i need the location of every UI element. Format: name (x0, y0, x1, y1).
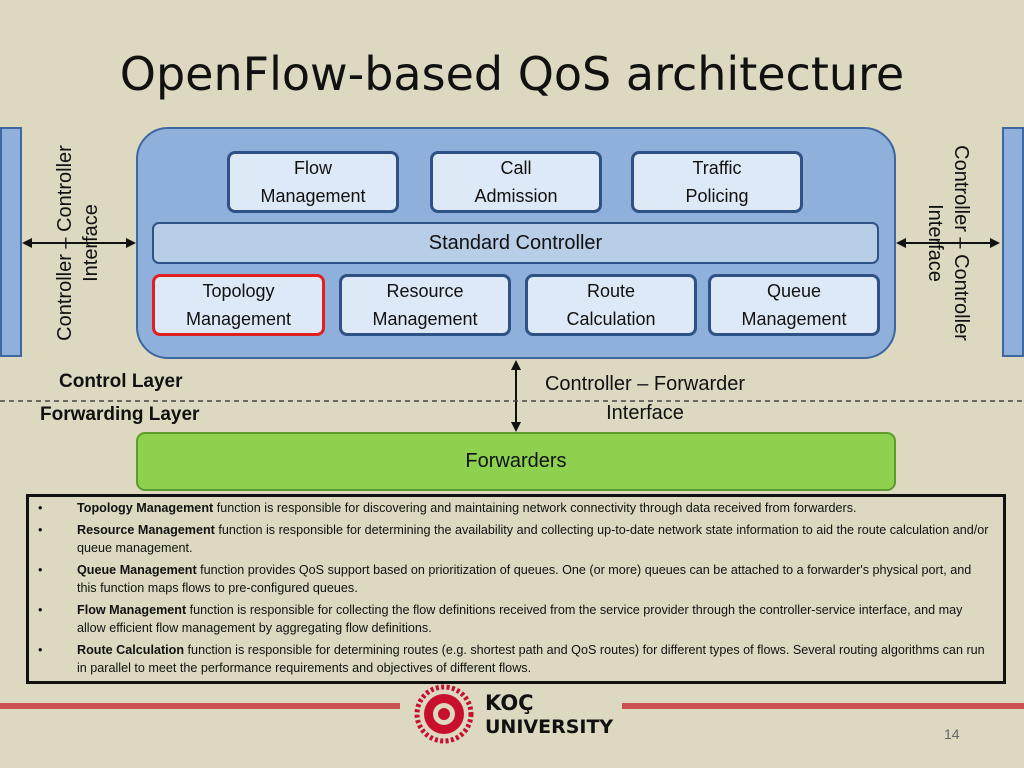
module-route-calculation: Route Calculation (525, 274, 697, 336)
bullet-icon: • (38, 642, 43, 657)
module-topology-management: Topology Management (152, 274, 325, 336)
description-text: function is responsible for collecting t… (77, 602, 963, 636)
bullet-icon: • (38, 522, 43, 537)
description-text: function is responsible for discovering … (213, 501, 857, 515)
description-list: • Topology Management function is respons… (29, 499, 993, 678)
koc-university-logo-icon (414, 684, 474, 744)
module-traffic-policing: Traffic Policing (631, 151, 803, 213)
description-term: Queue Management (77, 562, 197, 577)
description-item: • Route Calculation function is responsib… (29, 641, 993, 678)
footer-stripe-right (622, 703, 1024, 709)
description-text: function provides QoS support based on p… (77, 562, 972, 596)
module-resource-management: Resource Management (339, 274, 511, 336)
page-number: 14 (944, 726, 960, 742)
footer-stripe-left (0, 703, 400, 709)
logo-line-1: KOÇ (485, 691, 534, 715)
bullet-icon: • (38, 602, 43, 617)
description-item: • Flow Management function is responsible… (29, 601, 993, 638)
description-text: function is responsible for determining … (77, 642, 985, 676)
module-call-admission: Call Admission (430, 151, 602, 213)
description-term: Route Calculation (77, 642, 185, 657)
description-item: • Topology Management function is respons… (29, 499, 993, 518)
description-box: • Topology Management function is respons… (26, 494, 1006, 684)
description-term: Topology Management (77, 501, 214, 515)
logo-line-2: UNIVERSITY (485, 716, 614, 738)
right-neighbor-controller (1002, 127, 1024, 357)
description-item: • Queue Management function provides QoS … (29, 561, 993, 598)
standard-controller: Standard Controller (152, 222, 879, 264)
module-flow-management: Flow Management (227, 151, 399, 213)
description-item: • Resource Management function is respons… (29, 521, 993, 558)
description-term: Resource Management (77, 522, 215, 537)
forwarder-interface-label: Controller – Forwarder Interface (544, 373, 746, 424)
control-layer-label: Control Layer (59, 371, 183, 392)
description-text: function is responsible for determining … (77, 522, 989, 556)
left-neighbor-controller (0, 127, 22, 357)
slide-title: OpenFlow-based QoS architecture (119, 47, 905, 101)
bullet-icon: • (38, 501, 43, 515)
forwarders-box: Forwarders (136, 432, 896, 491)
description-term: Flow Management (77, 602, 187, 617)
bullet-icon: • (38, 562, 43, 577)
forwarding-layer-label: Forwarding Layer (40, 404, 200, 425)
module-queue-management: Queue Management (708, 274, 880, 336)
